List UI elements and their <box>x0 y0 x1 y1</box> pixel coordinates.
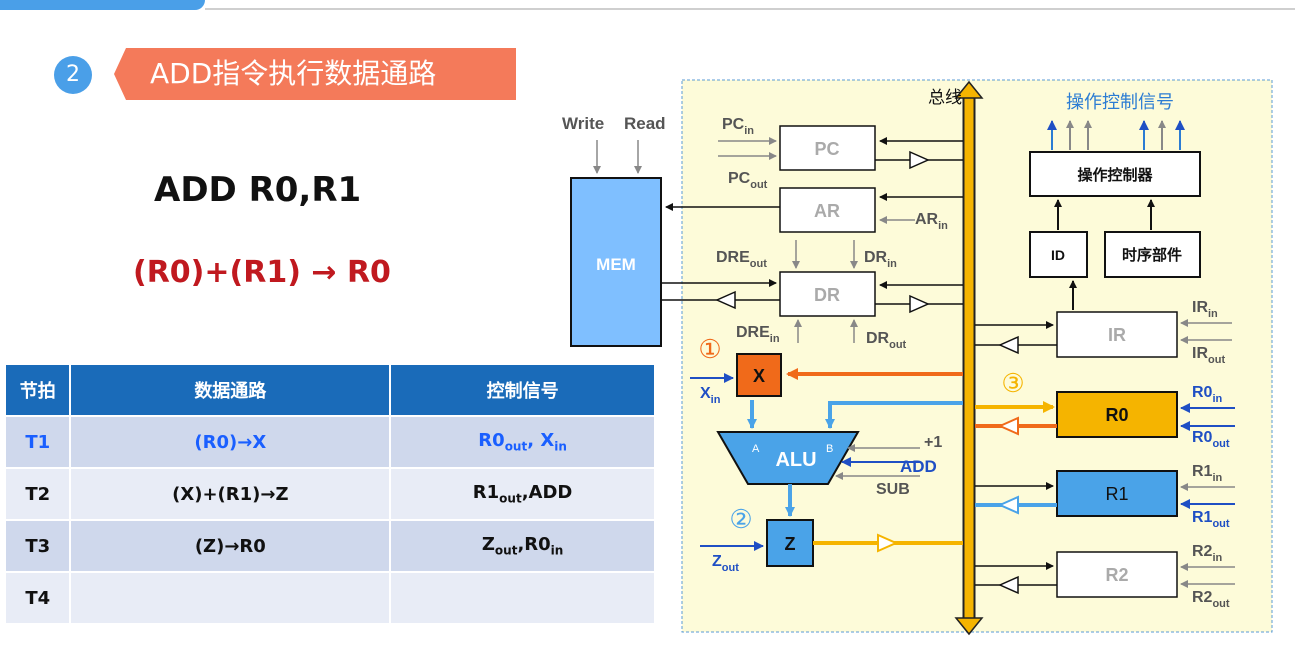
r2-out-signal: R2out <box>1192 589 1230 610</box>
step-2-marker: ② <box>729 504 752 534</box>
sub-signal: SUB <box>876 481 910 498</box>
alu-block <box>716 431 860 485</box>
op-controller-label: 操作控制器 <box>1077 166 1153 184</box>
row-tick: T4 <box>3 571 72 625</box>
mem-block <box>570 177 662 347</box>
ar-in-signal: ARin <box>915 211 948 232</box>
pc-register <box>779 125 876 171</box>
section-banner <box>114 48 516 100</box>
z-register <box>766 519 814 567</box>
z-label: Z <box>785 534 796 554</box>
ir-register <box>1056 311 1178 358</box>
table-row: T2 (X)+(R1)→Z R1out,ADD <box>3 467 656 521</box>
r2-label: R2 <box>1105 565 1128 585</box>
row-signal: R0out, Xin <box>389 415 656 469</box>
x-register <box>736 353 782 397</box>
id-label: ID <box>1051 247 1065 263</box>
row-path: (X)+(R1)→Z <box>69 467 392 521</box>
row-signal <box>389 571 656 625</box>
dr-register <box>779 271 876 317</box>
row-path: (Z)→R0 <box>69 519 392 573</box>
row-tick: T3 <box>3 519 72 573</box>
ar-register <box>779 187 876 233</box>
op-controller <box>1029 151 1201 197</box>
timing-block <box>1104 231 1201 278</box>
table-header-row: 节拍 数据通路 控制信号 <box>3 363 656 417</box>
write-label: Write <box>562 114 604 133</box>
row-tick: T1 <box>3 415 72 469</box>
header-signal: 控制信号 <box>389 363 656 417</box>
pc-label: PC <box>814 139 839 159</box>
formula-text: (R0)+(R1) → R0 <box>133 255 391 290</box>
r0-out-signal: R0out <box>1192 429 1230 450</box>
r2-in-signal: R2in <box>1192 543 1223 564</box>
r1-out-signal: R1out <box>1192 509 1230 530</box>
add-signal: ADD <box>900 457 937 476</box>
alu-b-port: B <box>826 443 833 455</box>
r0-in-signal: R0in <box>1192 384 1223 405</box>
r0-register <box>1056 391 1178 438</box>
r1-register <box>1056 470 1178 517</box>
control-table: 节拍 数据通路 控制信号 T1 (R0)→X R0out, Xin T2 (X)… <box>3 363 656 625</box>
id-block <box>1029 231 1088 278</box>
row-tick: T2 <box>3 467 72 521</box>
timing-label: 时序部件 <box>1122 246 1182 264</box>
row-signal: R1out,ADD <box>389 467 656 521</box>
instruction-text: ADD R0,R1 <box>154 170 362 210</box>
row-path <box>69 571 392 625</box>
plus-one-signal: +1 <box>924 434 942 451</box>
table-row: T1 (R0)→X R0out, Xin <box>3 415 656 469</box>
step-3-marker: ③ <box>1001 368 1024 398</box>
dr-in-signal: DRin <box>864 249 897 270</box>
pc-out-signal: PCout <box>728 170 768 191</box>
header-path: 数据通路 <box>69 363 392 417</box>
row-path: (R0)→X <box>69 415 392 469</box>
dre-out-signal: DREout <box>716 249 767 270</box>
x-in-signal: Xin <box>700 385 721 406</box>
read-label: Read <box>624 114 666 133</box>
x-label: X <box>753 366 765 386</box>
bus-to-alu-path <box>825 401 963 429</box>
op-signals-label: 操作控制信号 <box>1066 92 1174 112</box>
dr-label: DR <box>814 285 840 305</box>
ir-out-signal: IRout <box>1192 345 1225 366</box>
row-signal: Zout,R0in <box>389 519 656 573</box>
dr-out-signal: DRout <box>866 330 907 351</box>
r0-label: R0 <box>1105 405 1128 425</box>
table-row: T3 (Z)→R0 Zout,R0in <box>3 519 656 573</box>
r2-register <box>1056 551 1178 598</box>
table-row: T4 <box>3 571 656 625</box>
ir-in-signal: IRin <box>1192 299 1218 320</box>
header-tick: 节拍 <box>3 363 72 417</box>
r1-in-signal: R1in <box>1192 463 1223 484</box>
title-tab-decoration <box>0 0 205 10</box>
title-divider <box>205 8 1295 10</box>
pc-in-signal: PCin <box>722 116 754 137</box>
step-1-marker: ① <box>698 334 721 364</box>
z-out-signal: Zout <box>712 553 739 574</box>
bus-label: 总线 <box>928 88 962 107</box>
ar-label: AR <box>814 201 840 221</box>
alu-a-port: A <box>752 443 760 455</box>
ir-label: IR <box>1108 325 1126 345</box>
section-title: ADD指令执行数据通路 <box>150 57 437 90</box>
mem-label: MEM <box>596 255 636 274</box>
alu-label: ALU <box>775 449 816 471</box>
section-number-badge: 2 <box>54 56 92 94</box>
r1-label: R1 <box>1105 484 1128 504</box>
dre-in-signal: DREin <box>736 324 780 345</box>
